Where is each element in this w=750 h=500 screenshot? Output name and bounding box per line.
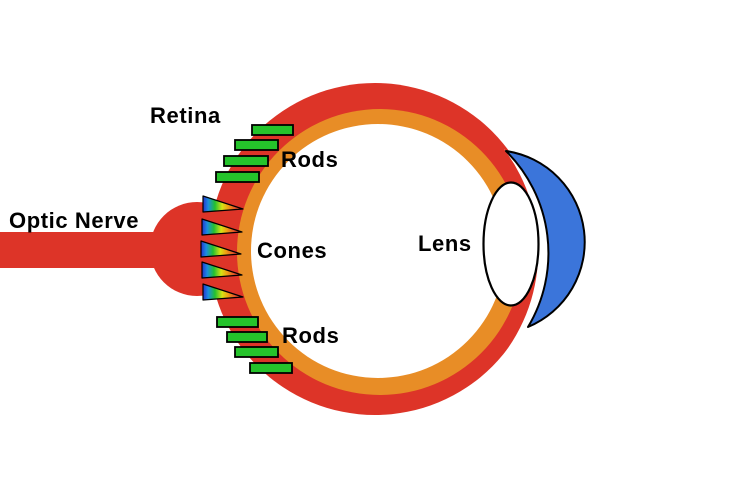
rod-rect: [251, 124, 294, 136]
rods-upper-label: Rods: [281, 147, 339, 172]
rod-rect: [215, 171, 260, 183]
cone-triangle: [202, 195, 244, 213]
rod-rect: [216, 316, 259, 328]
cone-triangle: [201, 261, 243, 279]
cones-group: [200, 195, 244, 301]
cone-triangle: [202, 283, 244, 301]
rods-lower-group: [216, 316, 293, 374]
lens-ellipse: [482, 181, 540, 307]
rods-lower-label: Rods: [282, 323, 340, 348]
cone-triangle: [201, 218, 243, 236]
optic-nerve-stalk: [0, 232, 172, 268]
cornea-crescent: [505, 150, 586, 328]
rods-upper-group: [215, 124, 294, 183]
retina-label: Retina: [150, 103, 221, 128]
rod-rect: [249, 362, 293, 374]
rod-rect: [234, 346, 279, 358]
rod-rect: [223, 155, 269, 167]
cone-triangle: [200, 240, 242, 258]
cones-label: Cones: [257, 238, 328, 263]
optic-nerve-label: Optic Nerve: [9, 208, 140, 233]
rod-rect: [226, 331, 268, 343]
eye-interior: [251, 124, 505, 378]
lens-label: Lens: [418, 231, 472, 256]
rod-rect: [234, 139, 279, 151]
